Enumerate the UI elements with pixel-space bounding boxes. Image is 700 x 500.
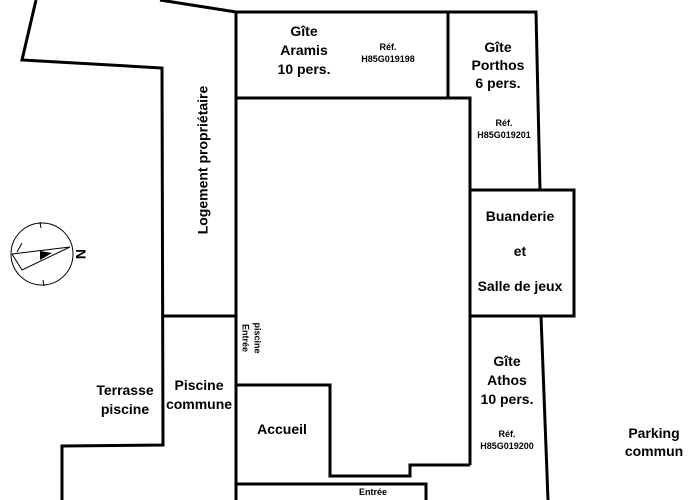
athos-ref-code: H85G019200: [480, 441, 534, 451]
aramis-ref-code: H85G019198: [361, 54, 415, 64]
parking-line1: Parking: [628, 425, 679, 441]
aramis-line1: Gîte: [290, 23, 317, 39]
aramis-line2: Aramis: [280, 42, 328, 58]
piscine-line1: Piscine: [174, 377, 223, 393]
entree-outline: [234, 385, 428, 500]
accueil-label: Accueil: [257, 421, 307, 437]
compass-icon: N: [10, 221, 89, 287]
gite-athos-outline: [470, 314, 550, 500]
porthos-line1: Gîte: [484, 39, 511, 55]
buanderie-line3: Salle de jeux: [478, 278, 563, 294]
gite-porthos-outline: [448, 10, 542, 191]
accueil-outline: [236, 383, 470, 478]
piscine-line2: commune: [166, 396, 232, 412]
athos-line2: Athos: [487, 372, 527, 388]
entree-label: Entrée: [359, 487, 387, 497]
terrasse-line2: piscine: [101, 401, 149, 417]
logement-label: Logement propriétaire: [195, 86, 211, 235]
courtyard-outline: [234, 96, 472, 465]
logement-terrasse-outline: [20, 0, 165, 500]
buanderie-line1: Buanderie: [486, 208, 555, 224]
top-boundary: [159, 0, 237, 14]
porthos-ref-code: H85G019201: [477, 130, 531, 140]
buanderie-line2: et: [514, 243, 527, 259]
gite-aramis-outline: [234, 10, 450, 100]
piscine-outline: [163, 314, 238, 385]
entree-piscine-line2: piscine: [253, 322, 263, 353]
porthos-ref-label: Réf.: [495, 118, 512, 128]
aramis-ref-label: Réf.: [379, 42, 396, 52]
compass-north-letter: N: [73, 249, 89, 259]
athos-line1: Gîte: [493, 353, 520, 369]
porthos-line3: 6 pers.: [475, 75, 520, 91]
athos-ref-label: Réf.: [498, 429, 515, 439]
aramis-line3: 10 pers.: [278, 61, 331, 77]
parking-line2: commun: [625, 443, 683, 459]
athos-line3: 10 pers.: [481, 391, 534, 407]
porthos-line2: Porthos: [472, 57, 525, 73]
entree-piscine-line1: Entrée: [241, 324, 251, 352]
terrasse-line1: Terrasse: [96, 382, 154, 398]
